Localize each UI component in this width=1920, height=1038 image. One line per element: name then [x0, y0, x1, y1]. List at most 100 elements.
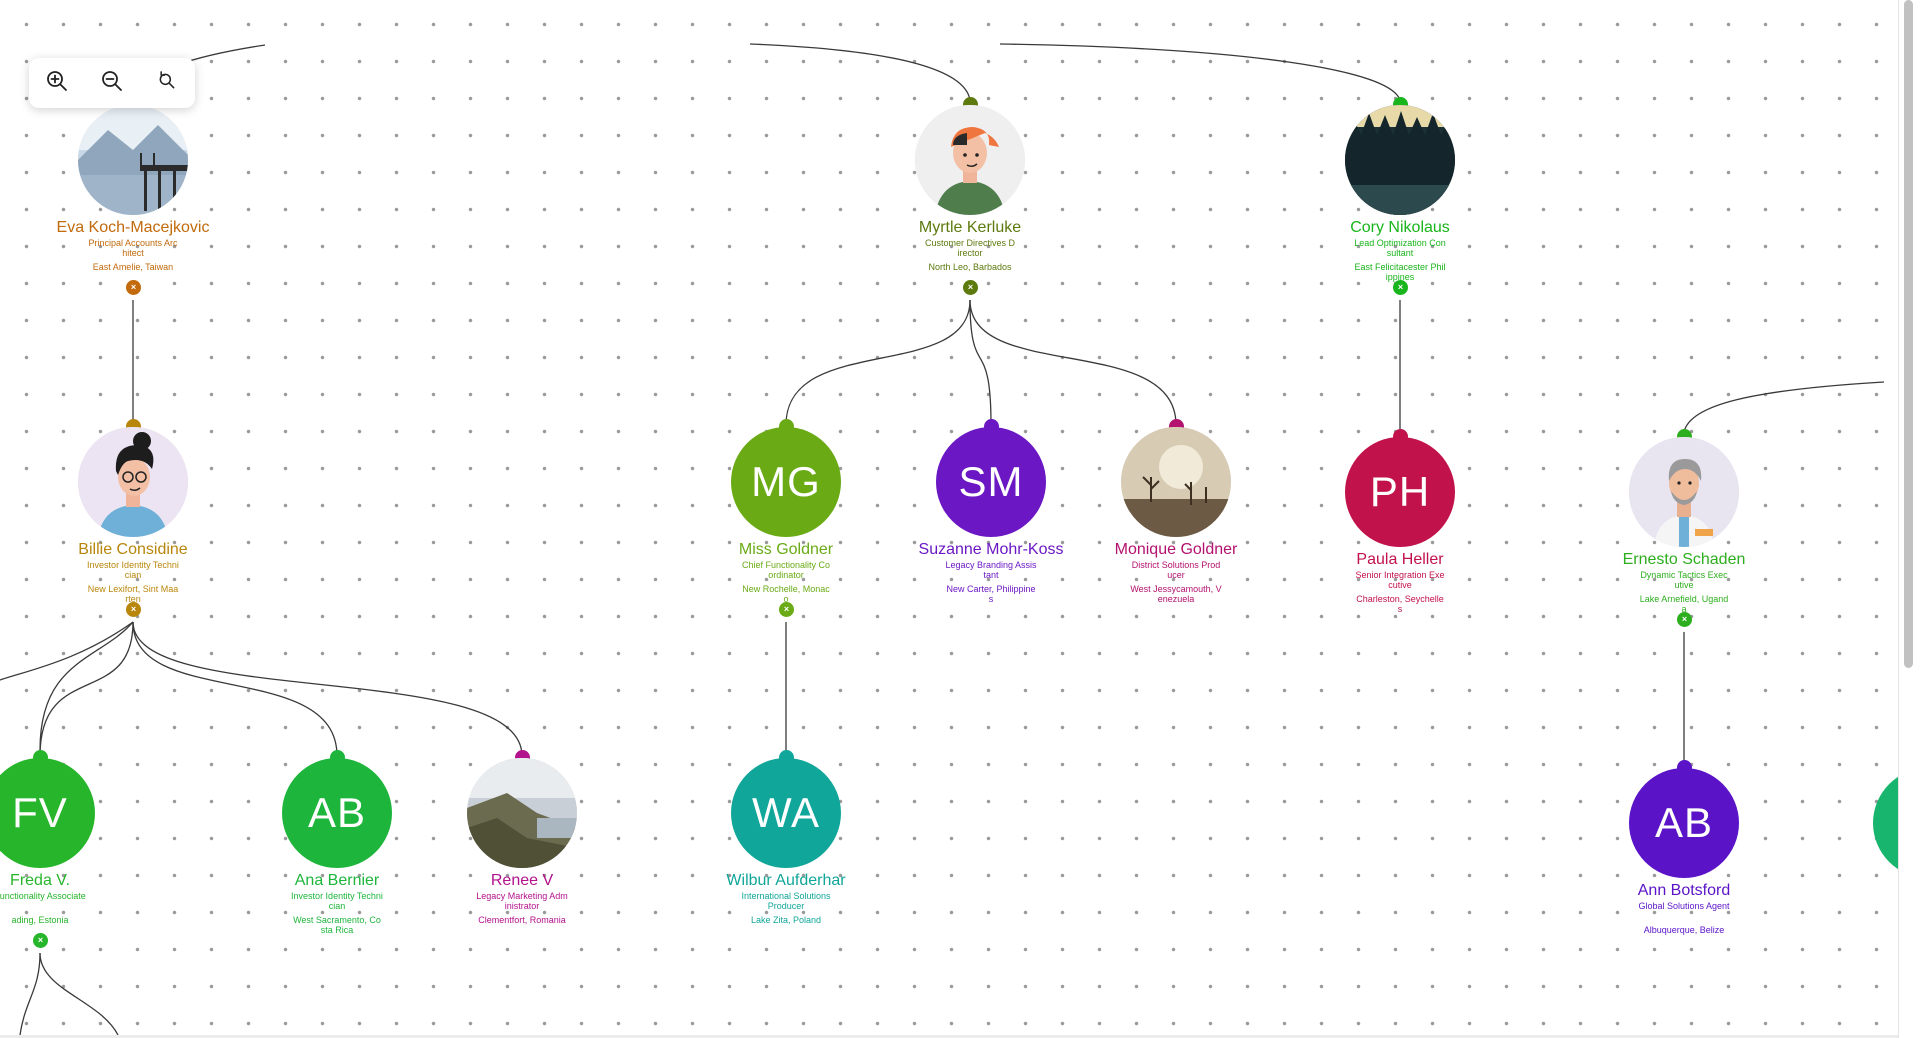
person-title: Investor Identity Technician [87, 560, 179, 580]
person-location: East Amelie, Taiwan [92, 262, 174, 272]
person-title: Chief Functionality Coordinator [741, 560, 831, 580]
avatar[interactable]: WA [731, 758, 841, 868]
person-name: Wilbur Aufderhar [726, 872, 846, 889]
person-node-freda[interactable]: FV Freda V. Functionality Associate ading, … [0, 748, 135, 948]
zoom-out-button[interactable] [92, 63, 132, 103]
avatar[interactable] [78, 105, 188, 215]
collapse-toggle-button[interactable]: × [1677, 612, 1692, 627]
zoom-in-button[interactable] [37, 63, 77, 103]
avatar-initials: AB [1654, 799, 1714, 846]
person-title: District Solutions Producer [1131, 560, 1221, 580]
connector-billie-freda [39, 621, 134, 757]
connector-billie-ana [132, 621, 338, 757]
person-title: International Solutions Producer [741, 891, 831, 911]
reset-zoom-icon [157, 70, 177, 96]
avatar[interactable] [78, 427, 188, 537]
scrollbar-thumb[interactable] [1904, 0, 1913, 668]
connector-billie-offscreen [0, 621, 134, 681]
person-name: Freda V. [10, 872, 70, 889]
person-name: Billie Considine [78, 541, 188, 558]
person-name: Monique Goldner [1114, 541, 1238, 558]
person-name: Miss Goldner [738, 541, 834, 558]
reset-zoom-button[interactable] [147, 63, 187, 103]
person-location: West Jessycamouth, Venezuela [1130, 584, 1222, 604]
person-location: New Rochelle, Monaco [742, 584, 830, 604]
person-name: Cory Nikolaus [1350, 219, 1450, 236]
person-location: Charleston, Seychelles [1356, 594, 1444, 614]
person-title: Senior Integration Executive [1355, 570, 1445, 590]
person-name: Ma [1833, 882, 1898, 900]
avatar-initials: AB [307, 789, 367, 836]
person-title: Dynamic Tactics Executive [1640, 570, 1728, 590]
avatar[interactable] [1629, 437, 1739, 547]
connector-freda-child-2 [19, 952, 41, 1035]
collapse-toggle-button[interactable]: × [33, 933, 48, 948]
person-title: Legacy Marketing Administrator [476, 891, 568, 911]
collapse-toggle-button[interactable]: × [963, 280, 978, 295]
person-name: Ann Botsford [1637, 882, 1731, 899]
person-title: H [1882, 902, 1898, 912]
avatar[interactable]: AB [1629, 768, 1739, 878]
connector-myrtle-missg [785, 299, 971, 426]
avatar[interactable]: MG [731, 427, 841, 537]
avatar[interactable]: PH [1345, 437, 1455, 547]
person-node-ma[interactable]: MaH [1833, 758, 1898, 938]
collapse-toggle-button[interactable]: × [779, 602, 794, 617]
zoom-in-icon [45, 69, 69, 98]
avatar[interactable] [467, 758, 577, 868]
collapse-toggle-button[interactable]: × [126, 280, 141, 295]
connector-billie-freda-extra [39, 621, 134, 751]
person-location: North Leo, Barbados [928, 262, 1012, 272]
avatar[interactable] [1345, 105, 1455, 215]
collapse-toggle-button[interactable]: × [126, 602, 141, 617]
connector-freda-child [39, 952, 119, 1035]
person-location: Lake Zita, Poland [750, 915, 822, 925]
connector-myrtle-suzanne [969, 299, 992, 426]
connector-offscreen-ernesto [1683, 381, 1885, 433]
avatar[interactable] [915, 105, 1025, 215]
avatar-initials: WA [751, 789, 821, 836]
person-location: New Carter, Philippines [946, 584, 1036, 604]
person-title: Functionality Associate [0, 891, 86, 901]
zoom-out-icon [100, 69, 124, 98]
connector-myrtle-monique [969, 299, 1177, 426]
avatar[interactable]: FV [0, 758, 95, 868]
canvas-bottom-edge [0, 1035, 1898, 1038]
person-name: Suzanne Mohr-Koss [918, 541, 1064, 558]
avatar[interactable] [1873, 768, 1898, 878]
avatar-initials: FV [12, 789, 68, 836]
avatar-initials: MG [751, 458, 821, 505]
person-location: Albuquerque, Belize [1643, 925, 1725, 935]
person-title: Legacy Branding Assistant [945, 560, 1037, 580]
collapse-toggle-button[interactable]: × [1393, 280, 1408, 295]
avatar[interactable]: AB [282, 758, 392, 868]
person-name: Ernesto Schaden [1622, 551, 1746, 568]
person-name: Ana Bernier [294, 872, 380, 889]
person-title: Principal Accounts Architect [88, 238, 178, 258]
person-title: Global Solutions Agent [1638, 901, 1730, 911]
person-location: ading, Estonia [11, 915, 69, 925]
avatar[interactable]: SM [936, 427, 1046, 537]
person-name: Paula Heller [1356, 551, 1444, 568]
person-title: Lead Optimization Consultant [1354, 238, 1446, 258]
person-name: Eva Koch-Macejkovic [56, 219, 210, 236]
person-title: Investor Identity Technician [291, 891, 383, 911]
avatar[interactable] [1121, 427, 1231, 537]
person-location: East Felicitacester Philippines [1354, 262, 1446, 282]
avatar-initials: SM [958, 458, 1024, 505]
